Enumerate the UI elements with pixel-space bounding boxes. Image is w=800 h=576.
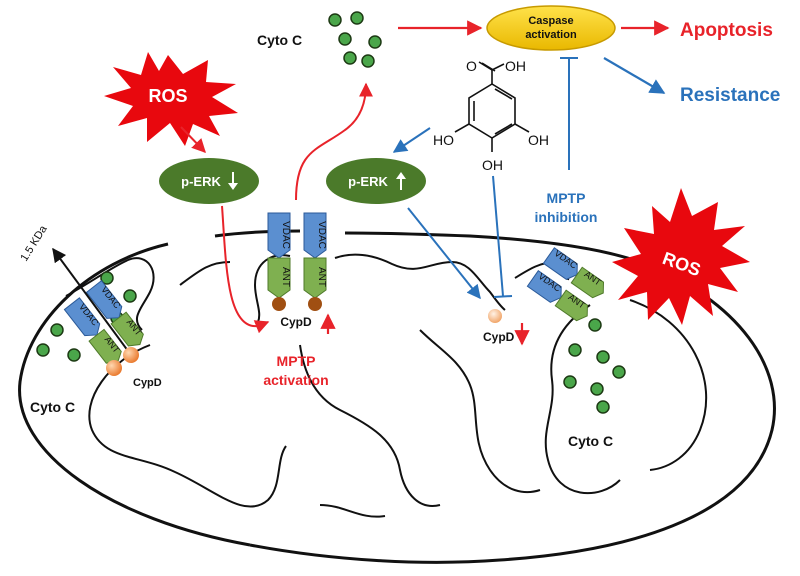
caspase-label: Caspase [528, 15, 573, 27]
mptp-pore-left: VDAC VDAC ANT ANT [63, 279, 144, 364]
arrow-down-icon [228, 172, 238, 190]
cyto-c-dot [100, 271, 114, 285]
mptp-pore-right: VDAC VDAC ANT ANT [526, 247, 605, 322]
cyto-c-dot [568, 343, 582, 357]
cypd-ball [123, 347, 139, 363]
ant-label: ANT [280, 267, 291, 287]
mptp-inhibition-label-2: inhibition [535, 209, 598, 225]
mptp-activation-label-2: activation [263, 372, 328, 388]
cyto-c-dots [36, 11, 626, 414]
perk-up-node: p-ERK [326, 158, 426, 204]
cypd-ball [488, 309, 502, 323]
cyto-c-dot [350, 11, 364, 25]
cyto-c-dot [361, 54, 375, 68]
arrow-gallic-to-perk [392, 127, 431, 153]
cyto-c-dot [67, 348, 81, 362]
apoptosis-label: Apoptosis [680, 20, 773, 41]
oh-top-label: OH [505, 58, 526, 74]
ros-burst-left: ROS [104, 52, 238, 146]
caspase-activation-label: activation [525, 29, 577, 41]
cyto-c-label-top: Cyto C [257, 32, 302, 48]
cyto-c-dot [588, 318, 602, 332]
cypd-ball [308, 297, 322, 311]
kda-label: 1.5 KDa [18, 223, 50, 264]
mptp-activation-label: MPTP [277, 353, 316, 369]
perk-down-node: p-ERK [159, 158, 259, 204]
outer-membrane [18, 229, 776, 564]
oh-bottom-label: OH [482, 157, 503, 173]
cypd-mid-label: CypD [280, 315, 312, 329]
mptp-inhibition-label: MPTP [547, 190, 586, 206]
resistance-label: Resistance [680, 85, 780, 106]
caspase-activation-node: Caspase activation [486, 5, 616, 51]
arrow-kda-release [52, 247, 132, 356]
perk-up-label: p-ERK [348, 174, 388, 189]
arrow-ros-to-perk [180, 126, 206, 154]
cyto-c-dot [596, 400, 610, 414]
cypd-ball [106, 360, 122, 376]
cyto-c-dot [368, 35, 382, 49]
cyto-c-dot [563, 375, 577, 389]
ho-left-label: HO [433, 132, 454, 148]
cyto-c-dot [50, 323, 64, 337]
ros-left-label: ROS [148, 86, 187, 106]
ant-label: ANT [316, 267, 327, 287]
inner-membrane [65, 253, 708, 518]
arrow-caspase-to-resistance [603, 57, 666, 94]
cyto-c-label-left: Cyto C [30, 399, 75, 415]
cyto-c-dot [36, 343, 50, 357]
arrow-up-icon [396, 172, 406, 190]
cyto-c-dot [612, 365, 626, 379]
vdac-label: VDAC [316, 221, 327, 249]
cyto-c-dot [590, 382, 604, 396]
inhibit-cypd-gallic [492, 175, 513, 298]
inhibit-caspase [560, 57, 578, 170]
cyto-c-dot [123, 289, 137, 303]
cyto-c-dot [328, 13, 342, 27]
arrow-pore-to-cytoc [295, 82, 373, 201]
cypd-ball [272, 297, 286, 311]
cyto-c-dot [338, 32, 352, 46]
carbonyl-o-label: O [466, 58, 477, 74]
mptp-pore-middle: VDAC VDAC ANT ANT [267, 212, 327, 311]
vdac-label: VDAC [280, 221, 291, 249]
arrow-perk-to-cypd-right [407, 207, 481, 300]
perk-down-label: p-ERK [181, 174, 221, 189]
ros-burst-right: ROS [612, 188, 750, 325]
gallic-acid-structure [454, 61, 530, 152]
cyto-c-dot [596, 350, 610, 364]
cypd-right-label: CypD [483, 330, 515, 344]
cyto-c-label-right: Cyto C [568, 433, 613, 449]
cyto-c-dot [343, 51, 357, 65]
cypd-left-label: CypD [133, 377, 162, 389]
arrow-perk-to-cypd-left [221, 205, 270, 334]
oh-right-label: OH [528, 132, 549, 148]
